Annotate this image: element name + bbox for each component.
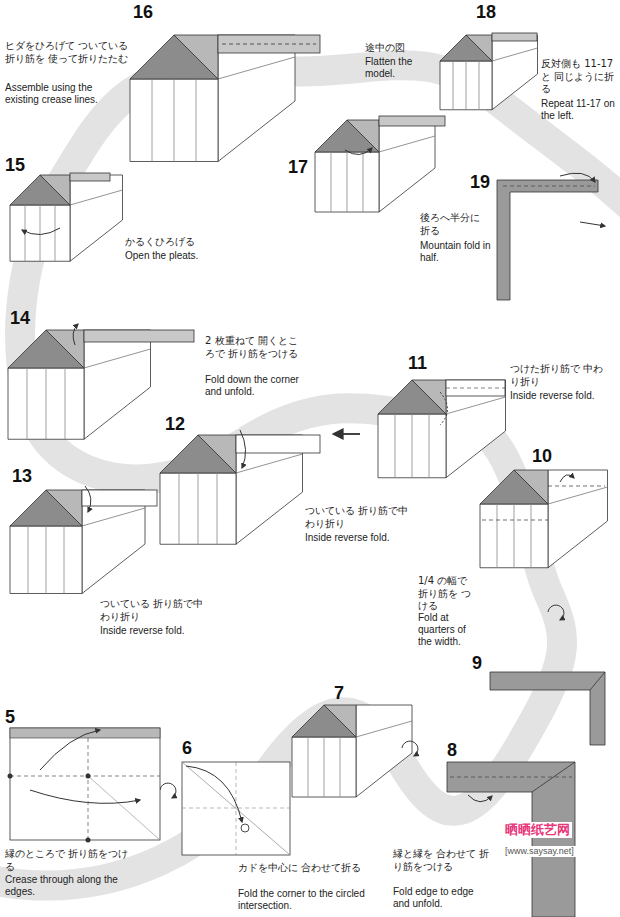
step-number: 13 [12, 467, 32, 487]
label-slot: 17 [288, 158, 308, 178]
step-number: 6 [182, 739, 192, 759]
instruction-ja: 2 枚重ねて 開くところで 折り筋をつける [205, 335, 305, 360]
instruction-ja: ついている 折り筋で中わり折り [305, 505, 415, 530]
instruction-en: Crease through along the edges. [5, 874, 145, 898]
step-number: 7 [334, 684, 344, 704]
label-slot: かるくひろげる [125, 236, 220, 249]
label-slot: 途中の図 [365, 42, 437, 55]
label-slot: Inside reverse fold. [305, 532, 415, 544]
watermark: 晒晒纸艺网 [503, 822, 572, 838]
label-slot: 2 枚重ねて 開くところで 折り筋をつける [205, 335, 305, 360]
step-number: 10 [532, 447, 552, 467]
label-slot: 晒晒纸艺网 [503, 822, 572, 838]
step-number: 12 [165, 415, 185, 435]
instruction-en: Repeat 11-17 on the left. [541, 98, 615, 122]
instruction-ja: 反対側も 11-17 と 同じように折る [541, 58, 615, 96]
label-slot: 6 [182, 739, 192, 759]
label-slot: 5 [5, 708, 15, 728]
label-slot: 縁と縁を 合わせて 折り筋をつける [393, 848, 493, 873]
step-number: 15 [5, 156, 25, 176]
label-slot: ついている 折り筋で中わり折り [305, 505, 415, 530]
step-number: 11 [408, 354, 427, 374]
label-slot: [www.saysay.net] [503, 846, 576, 857]
label-slot: Flatten the model. [365, 56, 437, 80]
label-slot: Crease through along the edges. [5, 874, 145, 898]
watermark-url: [www.saysay.net] [503, 846, 576, 857]
label-slot: 12 [165, 415, 185, 435]
instruction-ja: つけた折り筋で 中わり折り [510, 363, 610, 388]
step-number: 17 [288, 158, 308, 178]
label-slot: Fold down the corner and unfold. [205, 374, 315, 398]
label-slot: Inside reverse fold. [100, 625, 210, 637]
step-number: 14 [10, 309, 30, 329]
label-slot: 13 [12, 467, 32, 487]
label-slot: Inside reverse fold. [510, 390, 610, 402]
label-slot: 7 [334, 684, 344, 704]
instruction-ja: カドを中心に 合わせて折る [238, 862, 388, 875]
label-slot: 10 [532, 447, 552, 467]
label-slot: 14 [10, 309, 30, 329]
instruction-en: Fold at quarters of the width. [418, 612, 480, 648]
instruction-en: Fold the corner to the circled intersect… [238, 888, 388, 912]
label-slot: 縁のところで 折り筋をつける [5, 848, 135, 873]
label-slot: 19 [470, 173, 490, 193]
instruction-ja: 後ろへ半分に 折る [420, 212, 492, 237]
label-slot: つけた折り筋で 中わり折り [510, 363, 610, 388]
instruction-ja: 1/4 の幅で 折り筋を つける [418, 575, 480, 613]
instruction-ja: 縁のところで 折り筋をつける [5, 848, 135, 873]
instruction-ja: ついている 折り筋で中わり折り [100, 598, 210, 623]
instruction-ja: 途中の図 [365, 42, 437, 55]
step-number: 8 [447, 741, 457, 761]
label-slot: 16 [133, 3, 153, 23]
label-slot: 15 [5, 156, 25, 176]
label-slot: Fold at quarters of the width. [418, 612, 480, 648]
instruction-en: Fold edge to edge and unfold. [393, 886, 493, 910]
label-slot: 8 [447, 741, 457, 761]
label-slot: ヒダをひろげて ついている折り筋を 使って折りたたむ [5, 40, 129, 65]
label-slot: 後ろへ半分に 折る [420, 212, 492, 237]
step-number: 5 [5, 708, 15, 728]
instruction-ja: ヒダをひろげて ついている折り筋を 使って折りたたむ [5, 40, 129, 65]
label-slot: Fold the corner to the circled intersect… [238, 888, 388, 912]
instruction-en: Inside reverse fold. [100, 625, 210, 637]
step-number: 9 [472, 654, 482, 674]
label-slot: 反対側も 11-17 と 同じように折る [541, 58, 615, 96]
step-number: 18 [476, 3, 496, 23]
instruction-ja: 縁と縁を 合わせて 折り筋をつける [393, 848, 493, 873]
step-number: 19 [470, 173, 490, 193]
instruction-en: Inside reverse fold. [305, 532, 415, 544]
label-slot: 11 [408, 354, 427, 374]
instruction-en: Fold down the corner and unfold. [205, 374, 315, 398]
label-slot: ついている 折り筋で中わり折り [100, 598, 210, 623]
instruction-en: Assemble using the existing crease lines… [5, 82, 127, 106]
instruction-ja: かるくひろげる [125, 236, 220, 249]
step-number: 16 [133, 3, 153, 23]
label-slot: Repeat 11-17 on the left. [541, 98, 615, 122]
instruction-en: Inside reverse fold. [510, 390, 610, 402]
instruction-en: Mountain fold in half. [420, 240, 492, 264]
label-slot: Mountain fold in half. [420, 240, 492, 264]
label-slot: Assemble using the existing crease lines… [5, 82, 127, 106]
label-slot: 18 [476, 3, 496, 23]
label-slot: カドを中心に 合わせて折る [238, 862, 388, 875]
label-slot: Open the pleats. [125, 250, 220, 262]
label-slot: 9 [472, 654, 482, 674]
instruction-en: Open the pleats. [125, 250, 220, 262]
label-slot: Fold edge to edge and unfold. [393, 886, 493, 910]
label-slot: 1/4 の幅で 折り筋を つける [418, 575, 480, 613]
instruction-en: Flatten the model. [365, 56, 437, 80]
